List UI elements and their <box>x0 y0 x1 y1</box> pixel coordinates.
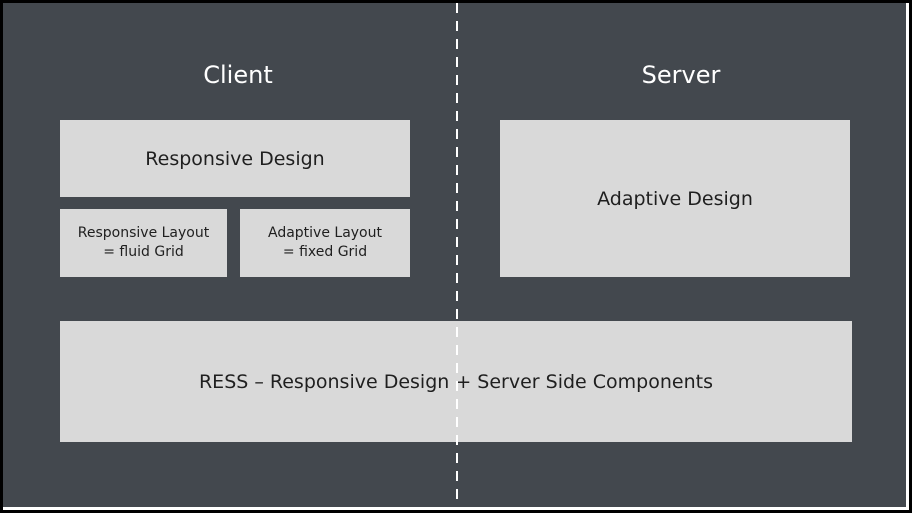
adaptive-layout-line1: Adaptive Layout <box>267 225 382 241</box>
diagram-canvas: Client Server Responsive Design Responsi… <box>3 3 906 507</box>
responsive-layout-box: Responsive Layout = fluid Grid <box>60 209 227 277</box>
responsive-design-box: Responsive Design <box>60 120 410 197</box>
ress-label: RESS – Responsive Design + Server Side C… <box>198 370 713 393</box>
client-heading: Client <box>203 61 273 89</box>
adaptive-layout-line2: = fixed Grid <box>282 244 368 260</box>
adaptive-design-box: Adaptive Design <box>500 120 850 277</box>
responsive-layout-line2: = fluid Grid <box>103 244 184 260</box>
client-server-divider <box>456 3 458 509</box>
responsive-design-label: Responsive Design <box>145 147 325 170</box>
adaptive-design-label: Adaptive Design <box>597 187 753 210</box>
server-heading: Server <box>641 61 721 89</box>
responsive-layout-line1: Responsive Layout <box>77 225 210 241</box>
adaptive-layout-box: Adaptive Layout = fixed Grid <box>240 209 410 277</box>
